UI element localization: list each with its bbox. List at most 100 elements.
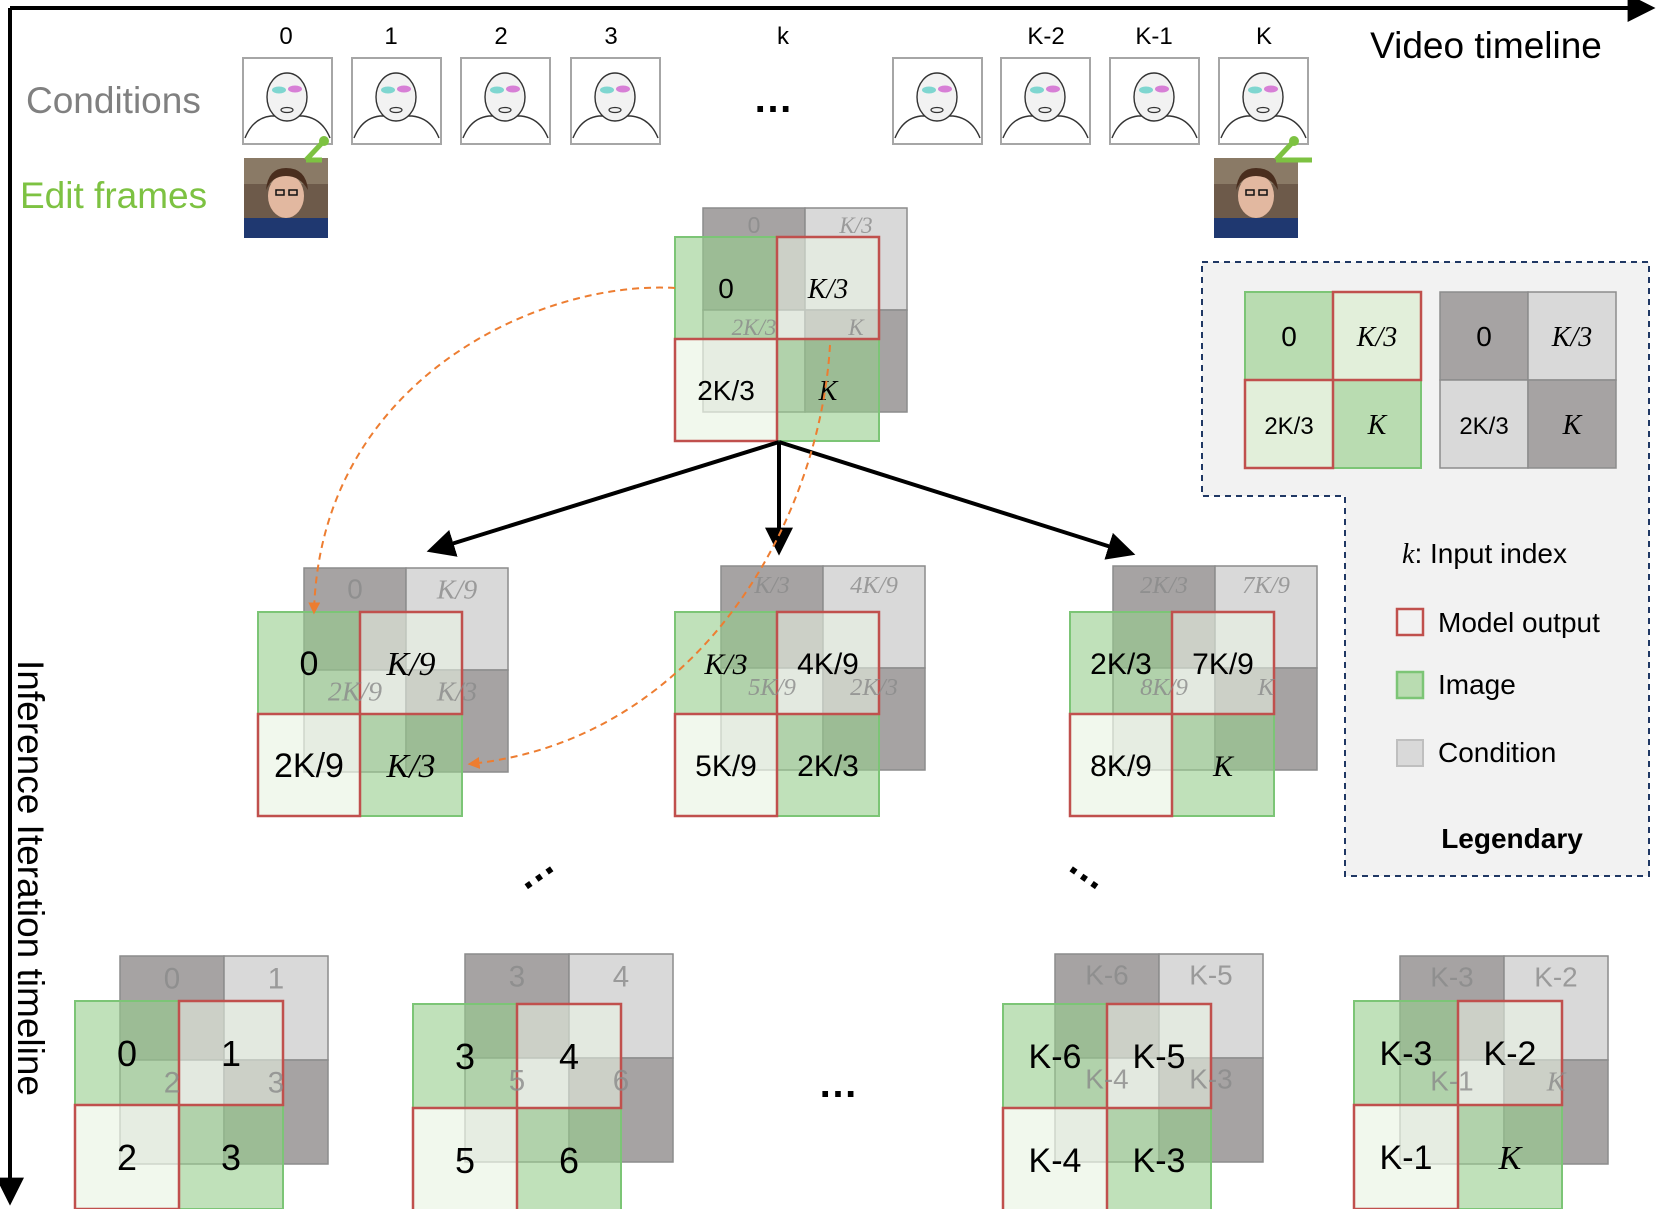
- image-cell: [674, 338, 778, 442]
- bottom-ellipsis: …: [818, 1062, 858, 1106]
- condition-cell-label: K/3: [838, 213, 872, 238]
- image-cell-label: 2K/3: [1090, 648, 1152, 681]
- legend-image-label: Image: [1438, 669, 1516, 700]
- tree-arrow-left: [426, 440, 780, 557]
- condition-cell-label: 0: [164, 962, 180, 995]
- image-cell-label: K-1: [1380, 1139, 1433, 1177]
- image-cell-label: K: [1498, 1140, 1524, 1177]
- image-cell-label: 2K/9: [274, 747, 344, 785]
- condition-thumbnail: [570, 57, 661, 145]
- condition-cell-label: 2: [164, 1066, 180, 1099]
- legend-condition-cell-label: 2K/3: [1459, 413, 1508, 440]
- model-output-cell: [177, 999, 285, 1107]
- image-cell-label: 0: [117, 1033, 137, 1074]
- model-output-cell: [358, 610, 464, 716]
- image-cell: [74, 1104, 180, 1209]
- image-cell: [1457, 1104, 1563, 1209]
- image-cell-label: 2K/3: [697, 375, 755, 406]
- inference-timeline-label: Inference Iteration timeline: [10, 660, 51, 1096]
- condition-cell-label: 4K/9: [850, 572, 898, 599]
- image-cell-label: 6: [559, 1140, 579, 1181]
- condition-cell-label: K-2: [1534, 962, 1577, 993]
- edit-frame-last: [1214, 136, 1312, 238]
- condition-cell-label: K/3: [436, 677, 477, 708]
- model-output-cell: [256, 712, 362, 818]
- legend-output-cell: [1243, 378, 1335, 470]
- frames-ellipsis: …: [753, 77, 793, 121]
- condition-cell-label: K/9: [436, 575, 477, 606]
- condition-cell-label: K/3: [753, 572, 790, 599]
- image-cell: [1106, 1107, 1212, 1209]
- condition-thumbnail: [460, 57, 551, 145]
- image-cell-label: K-6: [1029, 1038, 1082, 1076]
- legend-condition-cell-label: K: [1562, 410, 1583, 441]
- condition-cell-label: K: [1257, 674, 1276, 701]
- image-cell: [776, 236, 880, 340]
- condition-thumbnail: [351, 57, 442, 145]
- condition-cell-label: K-4: [1085, 1064, 1128, 1095]
- image-cell-label: 1: [221, 1033, 241, 1074]
- level-ellipsis-left: …: [504, 840, 562, 899]
- condition-cell-label: K: [847, 315, 865, 340]
- condition-cell-label: 1: [268, 962, 284, 995]
- image-cell-label: K/3: [385, 748, 435, 785]
- condition-cell-label: K-6: [1085, 960, 1128, 991]
- legend-input-index-text: : Input index: [1414, 538, 1567, 569]
- frame-index-label: K-1: [1135, 23, 1172, 50]
- condition-cell-label: 5: [509, 1064, 525, 1097]
- condition-cell-label: 2K/9: [328, 677, 382, 708]
- image-cell: [1069, 611, 1173, 715]
- image-cell-label: 3: [455, 1036, 475, 1077]
- condition-cell-label: 3: [268, 1066, 284, 1099]
- frame-index-label: 2: [494, 23, 507, 50]
- orange-arrow-to-kthird: [467, 344, 831, 769]
- image-cell: [359, 713, 463, 817]
- image-cell-label: K/9: [385, 646, 435, 683]
- frame-index-label: k: [777, 23, 790, 50]
- image-cell-label: K/3: [807, 274, 848, 305]
- frame-index-label: K: [1256, 23, 1272, 50]
- condition-cell-label: 4: [613, 960, 629, 993]
- legend-condition-swatch: [1396, 739, 1424, 767]
- edit-frame-first: [244, 136, 329, 238]
- condition-cell-label: 0: [347, 574, 363, 605]
- conditions-row-label: Conditions: [26, 80, 201, 121]
- image-cell: [359, 611, 463, 715]
- condition-thumbnails: [242, 57, 1309, 145]
- legend-condition-cell: [1527, 379, 1617, 469]
- image-cell-label: 5: [455, 1140, 475, 1181]
- image-cell: [674, 236, 778, 340]
- frame-index-label: 1: [384, 23, 397, 50]
- model-output-cell: [1001, 1106, 1109, 1209]
- condition-cell-label: K-3: [1189, 1064, 1232, 1095]
- image-cell-label: K-2: [1484, 1035, 1537, 1073]
- legend-model-output-label: Model output: [1438, 607, 1600, 638]
- image-cell-label: 7K/9: [1192, 648, 1254, 681]
- video-timeline-label: Video timeline: [1370, 25, 1602, 66]
- model-output-cell: [775, 235, 881, 341]
- image-cell-label: K: [818, 376, 839, 407]
- model-output-cell: [673, 337, 779, 443]
- frame-index-label: K-2: [1027, 23, 1064, 50]
- condition-cell-label: K: [1546, 1067, 1567, 1098]
- image-cell-label: 2: [117, 1137, 137, 1178]
- image-cell-label: 2K/3: [797, 750, 859, 783]
- image-cell: [74, 1000, 180, 1106]
- image-cell: [1069, 713, 1173, 817]
- model-output-cell: [1456, 999, 1564, 1107]
- tree-arrow-right: [778, 440, 1136, 560]
- legend-image-cell-label: 0: [1281, 321, 1297, 352]
- image-cell-label: K: [1212, 750, 1235, 783]
- model-output-cell: [1068, 712, 1174, 818]
- image-cell: [1002, 1003, 1108, 1109]
- level-ellipsis-right: …: [1061, 840, 1119, 899]
- image-cell-label: K-3: [1380, 1035, 1433, 1073]
- model-output-cell: [1105, 1002, 1213, 1110]
